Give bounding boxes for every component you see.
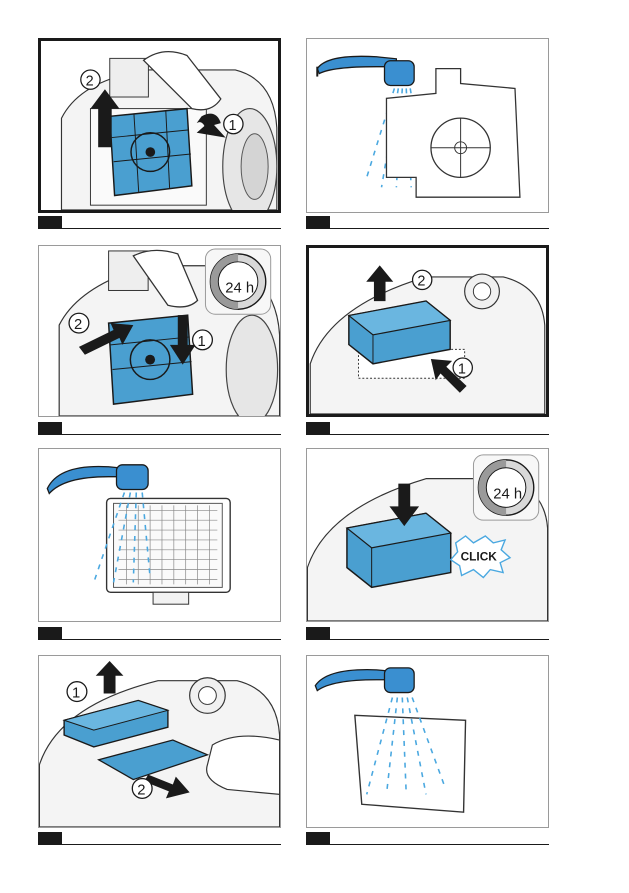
- callout-1: 1: [229, 118, 237, 134]
- step-3-illustration: 2 1 24 h: [39, 246, 280, 416]
- step-7-illustration: 1 2: [39, 656, 280, 827]
- callout-1: 1: [198, 334, 206, 350]
- callout-2: 2: [86, 73, 94, 89]
- step-1-rule: [62, 228, 281, 229]
- up-arrow-icon: [96, 661, 124, 694]
- step-3-panel: 2 1 24 h: [38, 245, 281, 417]
- callout-1: 1: [72, 686, 80, 702]
- step-8-tag: [306, 832, 330, 845]
- step-3-rule: [62, 434, 281, 435]
- step-6-illustration: CLICK 24 h: [307, 449, 548, 621]
- step-7-tag: [38, 832, 62, 845]
- flat-filter-pad: [355, 715, 466, 812]
- timer-label: 24 h: [225, 280, 254, 296]
- step-2-illustration: [307, 39, 548, 212]
- step-6-rule: [330, 639, 549, 640]
- callout-1: 1: [458, 361, 466, 377]
- callout-2: 2: [74, 317, 82, 333]
- step-6-tag: [306, 627, 330, 640]
- step-2-panel: [306, 38, 549, 213]
- step-5-panel: [38, 448, 281, 622]
- step-4-panel: 2 1: [306, 245, 549, 417]
- step-2-tag: [306, 216, 330, 229]
- callout-2: 2: [137, 782, 145, 798]
- step-4-rule: [330, 434, 549, 435]
- step-1-tag: [38, 216, 62, 229]
- step-5-illustration: [39, 449, 280, 621]
- callout-2: 2: [417, 274, 425, 290]
- step-4-illustration: 2 1: [309, 248, 546, 414]
- step-7-rule: [62, 844, 281, 845]
- step-1-panel: 2 1: [38, 38, 281, 213]
- step-8-illustration: [307, 656, 548, 827]
- step-3-tag: [38, 422, 62, 435]
- click-label: CLICK: [461, 550, 498, 564]
- step-8-panel: [306, 655, 549, 828]
- step-6-panel: CLICK 24 h: [306, 448, 549, 622]
- step-1-illustration: 2 1: [41, 41, 278, 210]
- drying-timer-badge: 24 h: [473, 455, 538, 520]
- filter-grille: [110, 109, 192, 196]
- step-2-rule: [330, 228, 549, 229]
- drying-timer-badge: 24 h: [205, 249, 270, 314]
- step-5-rule: [62, 639, 281, 640]
- step-4-tag: [306, 422, 330, 435]
- step-5-tag: [38, 627, 62, 640]
- step-7-panel: 1 2: [38, 655, 281, 828]
- step-8-rule: [330, 844, 549, 845]
- timer-label: 24 h: [493, 486, 522, 502]
